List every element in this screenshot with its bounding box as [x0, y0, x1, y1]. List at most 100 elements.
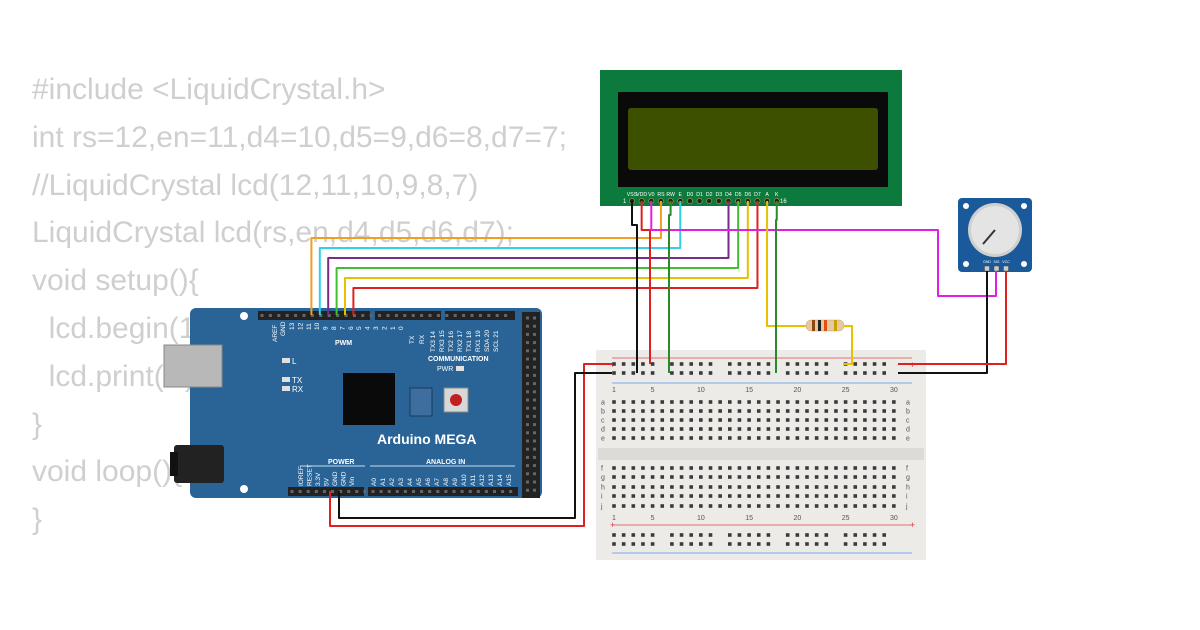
arduino-pin-label: 13: [289, 322, 296, 330]
arduino-pin-label: GND: [341, 471, 348, 486]
arduino-pin-label: SCL 21: [493, 330, 500, 352]
arduino-pin-label: RX1 19: [475, 330, 482, 352]
bb-row-letter: j: [600, 504, 603, 511]
arduino-pin-label: TX3 14: [430, 331, 437, 352]
arduino-pin-label: 6: [348, 326, 355, 330]
pot-pin-label: SIG: [993, 260, 999, 264]
arduino-pin-label: 3.3V: [315, 472, 322, 486]
bb-row-letter: f: [601, 466, 603, 473]
wire[interactable]: [766, 201, 806, 327]
lcd-pin[interactable]: [706, 198, 713, 204]
bb-column-number: 20: [793, 515, 801, 522]
arduino-pin-label: 7: [339, 326, 346, 330]
lcd-pin-label: D5: [735, 192, 742, 198]
lcd-pin-last: 16: [780, 199, 787, 205]
arduino-pin-label: A13: [488, 474, 495, 486]
lcd-pin-label: D6: [744, 192, 751, 198]
wires: [310, 201, 1007, 527]
pot-pin[interactable]: [984, 265, 990, 272]
arduino-pin-label: A3: [398, 478, 405, 486]
bb-row-letter: g: [601, 475, 605, 482]
wire[interactable]: [335, 201, 740, 315]
arduino-pin-label: A15: [506, 474, 513, 486]
code-line: }: [32, 503, 43, 537]
arduino-pin-label: A7: [434, 478, 441, 486]
led-tx-label: TX: [292, 376, 303, 385]
bb-row-letter: d: [601, 427, 605, 434]
lcd-pin[interactable]: [696, 198, 703, 204]
arduino-pin-label: A11: [470, 475, 477, 486]
bb-column-number: 15: [745, 387, 753, 394]
wire[interactable]: [631, 201, 638, 373]
microcontroller-chip: [343, 373, 395, 425]
bb-column-number: 5: [651, 515, 655, 522]
led-rx-label: RX: [292, 385, 304, 394]
code-line: }: [32, 407, 43, 441]
wire[interactable]: [898, 271, 1007, 365]
bb-row-letter: g: [906, 475, 910, 482]
bb-column-number: 25: [842, 387, 850, 394]
wire[interactable]: [650, 201, 997, 297]
wire[interactable]: [310, 201, 662, 315]
code-line: int rs=12,en=11,d4=10,d5=9,d6=8,d7=7;: [32, 120, 567, 154]
wire[interactable]: [318, 201, 682, 315]
bb-row-letter: c: [601, 418, 605, 425]
arduino-pin-label: RX: [419, 334, 426, 344]
lcd-pin-label: VSS: [627, 192, 638, 198]
pot-pin[interactable]: [993, 265, 1000, 272]
arduino-pin-label: A5: [416, 478, 423, 486]
arduino-pin-label: 10: [314, 322, 321, 330]
lcd-pin-label: VDD: [636, 192, 647, 198]
arduino-pin-label: 5: [356, 326, 363, 330]
bb-column-number: 20: [793, 387, 801, 394]
pot-pin[interactable]: [1003, 265, 1009, 272]
arduino-pin-label: 1: [390, 326, 397, 330]
arduino-pin-label: A2: [389, 478, 396, 486]
pwr-label: PWR: [437, 366, 453, 373]
arduino-pin-label: 12: [297, 322, 304, 330]
bb-row-letter: i: [601, 494, 603, 501]
wire[interactable]: [329, 363, 612, 527]
bb-plus-bottom: +: [610, 520, 615, 530]
arduino-pin-label: GND: [280, 321, 287, 336]
arduino-pin-label: A12: [479, 474, 486, 486]
lcd-pin[interactable]: [687, 198, 693, 204]
arduino-pin-label: A10: [461, 474, 468, 486]
wire[interactable]: [668, 201, 672, 373]
lcd-screen: [628, 108, 878, 170]
lcd-pin-label: D1: [696, 192, 703, 198]
arduino-pin-label: RX3 15: [439, 330, 446, 352]
lcd-pin-label: V0: [648, 192, 654, 198]
bb-row-letter: h: [601, 485, 605, 492]
bb-column-number: 15: [745, 515, 753, 522]
arduino-pin-label: A6: [425, 478, 432, 486]
lcd-pin-first: 1: [623, 199, 627, 205]
lcd-pin-label: D2: [706, 192, 713, 198]
arduino-pin-label: A4: [407, 478, 414, 486]
lcd-pin[interactable]: [715, 198, 722, 204]
bb-column-number: 10: [697, 387, 705, 394]
wire[interactable]: [352, 201, 759, 315]
wire[interactable]: [344, 201, 749, 315]
arduino-pin-label: RX2 17: [457, 330, 464, 352]
power-jack: [174, 445, 224, 483]
power-label: POWER: [328, 459, 354, 466]
lcd-pin-label: E: [679, 192, 683, 198]
wire[interactable]: [775, 201, 778, 373]
code-text: #include <LiquidCrystal.h> int rs=12,en=1…: [32, 66, 567, 544]
arduino-pin-label: 2: [381, 326, 388, 330]
code-line: #include <LiquidCrystal.h>: [32, 73, 386, 106]
bb-row-letter: j: [905, 504, 908, 511]
bb-row-letter: b: [906, 409, 910, 416]
code-line: void loop(){: [32, 455, 183, 489]
breadboard: + + + + 151015202530151015202530aabbccdd…: [596, 350, 926, 560]
wire[interactable]: [640, 201, 651, 364]
arduino-pin-label: A8: [443, 478, 450, 486]
wire[interactable]: [843, 325, 853, 365]
wire[interactable]: [898, 271, 988, 374]
wire[interactable]: [338, 372, 612, 519]
usb-port: [163, 344, 223, 388]
bb-row-letter: a: [601, 400, 605, 407]
